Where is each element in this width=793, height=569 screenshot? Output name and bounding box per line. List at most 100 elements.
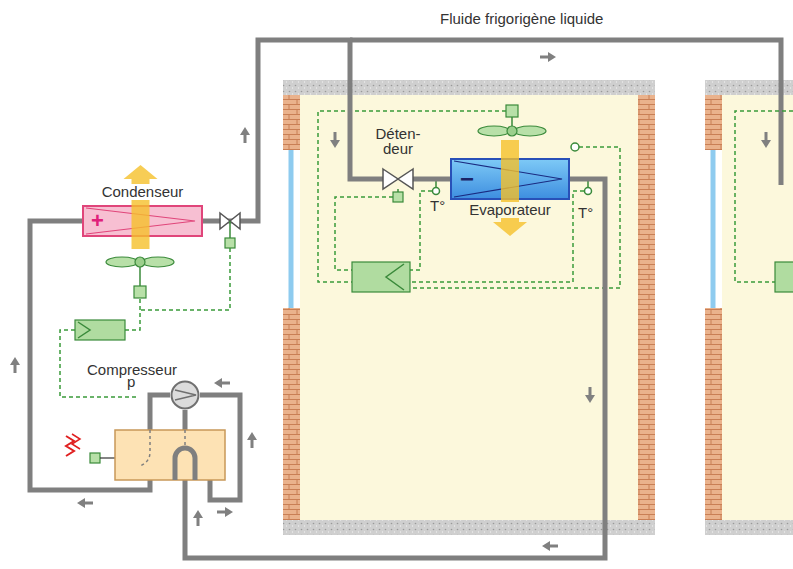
liquid-valve [229,221,231,238]
cold-room [283,150,300,308]
control-line [140,248,230,310]
temperature-sensor [587,181,589,188]
oil-separator [184,430,186,446]
evaporator-fan [478,126,510,136]
sensor-label: T° [578,205,593,221]
evaporator-fan [478,105,546,136]
second-cold-room [705,95,722,150]
node-label: − [460,167,474,191]
temperature-sensor [571,143,579,151]
temperature-sensor [585,188,592,195]
flow-arrow [540,52,556,62]
cold-room [289,150,294,308]
expansion-valve-actuator [393,189,403,202]
second-cold-room [711,150,716,308]
heater [72,434,80,449]
heater [66,436,74,456]
condenser-fan [134,286,146,298]
liquid-valve [230,213,240,229]
oil-separator [140,430,150,466]
heater [100,457,115,458]
refrigerant-pipe [185,179,605,558]
flow-arrow [240,127,250,143]
condenser-controller [78,322,90,338]
flow-arrow [542,541,558,551]
cold-room [283,95,300,150]
pressure-label: p [127,374,135,390]
flow-arrow [77,498,93,508]
cold-room [638,95,655,520]
condenser-fan [106,257,138,267]
second-cold-room [705,520,793,535]
refrigerant-pipe [200,40,781,500]
liquid-valve [220,213,240,248]
evaporator-fan [514,126,546,136]
evaporator-fan [506,105,518,117]
connector-layer [30,40,605,558]
flow-arrow [10,52,771,551]
cold-room [283,80,655,95]
condenser-fan [142,257,174,267]
oil-separator [115,430,225,480]
condenser-box: Condenseur+ [82,205,203,237]
node-label: Evaporateur [468,202,552,218]
room-controller [386,264,404,290]
compressor-symbol-shape [172,382,199,409]
condenser-fan [135,257,145,267]
cold-room [283,520,655,535]
liquid-valve [225,238,235,248]
control-line [735,111,793,282]
expansion-valve-shape [383,169,398,189]
compressor-symbol-shape [175,390,196,400]
flow-arrow [247,432,257,448]
flow-arrow [585,387,595,403]
expansion-valve-shape [383,169,413,189]
condenser-box-shape [124,165,158,249]
expansion-valve: Déten- deur [383,169,413,189]
compressor-symbol: Compresseur [170,380,200,410]
liquid-valve [220,213,230,229]
second-cold-room [705,150,722,308]
node-label: Condenseur [101,184,185,200]
expansion-valve-shape [398,169,413,189]
control-line [125,298,140,330]
evaporator-fan [511,117,513,126]
compressor-symbol-shape [170,380,200,410]
flow-arrow [10,357,20,373]
room-controller [352,262,793,292]
temperature-sensor [435,181,437,188]
oil-separator [175,448,195,480]
flow-arrow [330,132,340,148]
cold-room [283,308,300,520]
control-line [410,191,432,270]
oil-separator [115,430,225,480]
flow-arrow [214,378,230,388]
node-label: Déten- deur [374,126,421,156]
condenser-fan [139,267,141,286]
flow-arrow [193,510,203,526]
expansion-valve-actuator [393,192,403,202]
evaporator-box-shape [493,140,527,236]
control-line [410,191,584,282]
room-controller [775,262,793,292]
second-cold-room [705,308,722,520]
condenser-controller [75,320,125,340]
condenser-controller [75,320,125,340]
condenser-fan [106,257,174,298]
flow-arrow [217,507,233,517]
cold-room [283,80,655,535]
refrigerant-pipe [413,177,450,182]
heater [66,434,115,463]
pipe-label: Fluide frigorigène liquide [440,11,603,27]
heater [90,453,100,463]
flow-arrow [761,132,771,148]
room-controller [352,262,410,292]
evaporator-fan [507,126,517,136]
node-label: + [91,210,104,232]
temperature-sensor [433,188,440,195]
control-line [335,197,393,270]
control-line [60,111,793,397]
